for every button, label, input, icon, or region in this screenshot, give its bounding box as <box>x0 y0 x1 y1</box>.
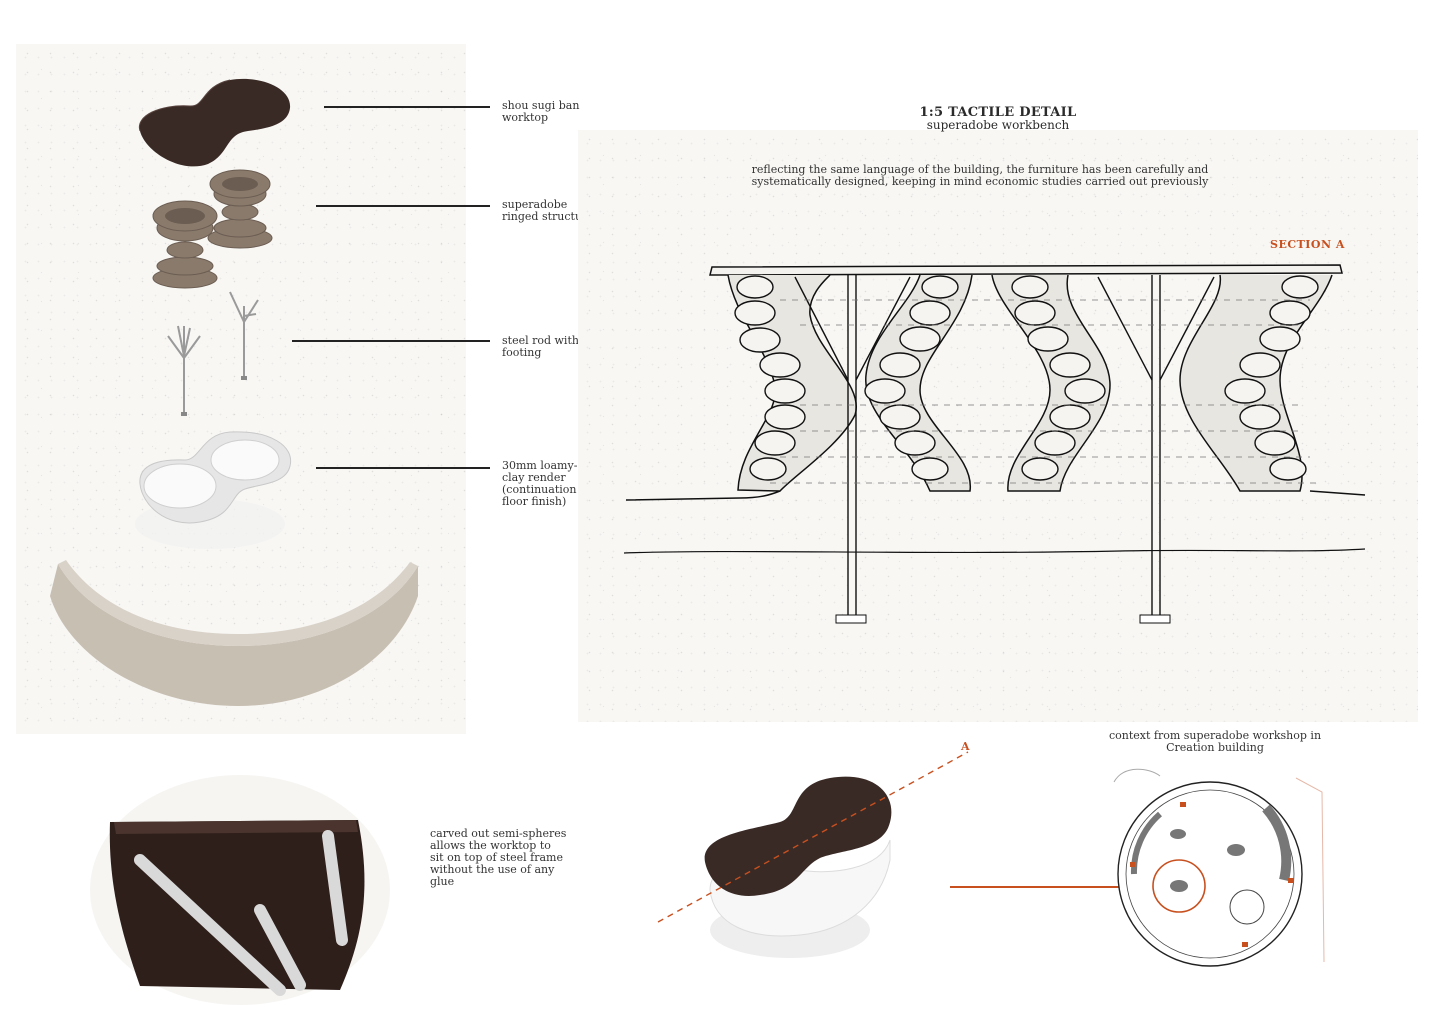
section-a-tag: SECTION A <box>1270 238 1345 251</box>
floor-slab-render <box>50 560 418 706</box>
detail-label: carved out semi-spheres allows the workt… <box>430 827 567 888</box>
ring-leader <box>316 205 490 207</box>
clay-render-render <box>135 431 292 549</box>
context-plan <box>1113 768 1325 967</box>
section-cut-marker: A <box>961 740 970 753</box>
section-description: reflecting the same language of the buil… <box>751 163 1209 188</box>
section-drawing <box>623 264 1366 624</box>
worktop-render <box>138 78 291 167</box>
rod-label: steel rod with footing <box>502 334 579 359</box>
steel-rod-render <box>167 291 259 416</box>
section-subtitle: superadobe workbench <box>926 118 1070 132</box>
render-label: 30mm loamy- clay render (continuation of… <box>502 459 591 508</box>
bench-perspective-render <box>657 751 969 958</box>
worktop-underside-render <box>90 775 390 1005</box>
context-leader <box>950 886 1140 888</box>
context-caption: context from superadobe workshop in Crea… <box>1108 729 1322 754</box>
rod-leader <box>292 340 490 342</box>
worktop-label: shou sugi ban worktop <box>502 99 580 124</box>
worktop-leader <box>324 106 490 108</box>
ringed-structure-render <box>152 169 273 289</box>
render-leader <box>316 467 490 469</box>
ring-label: superadobe ringed structure <box>502 198 594 223</box>
section-title: 1:5 TACTILE DETAIL <box>919 105 1077 120</box>
section-cut-line <box>657 751 969 923</box>
